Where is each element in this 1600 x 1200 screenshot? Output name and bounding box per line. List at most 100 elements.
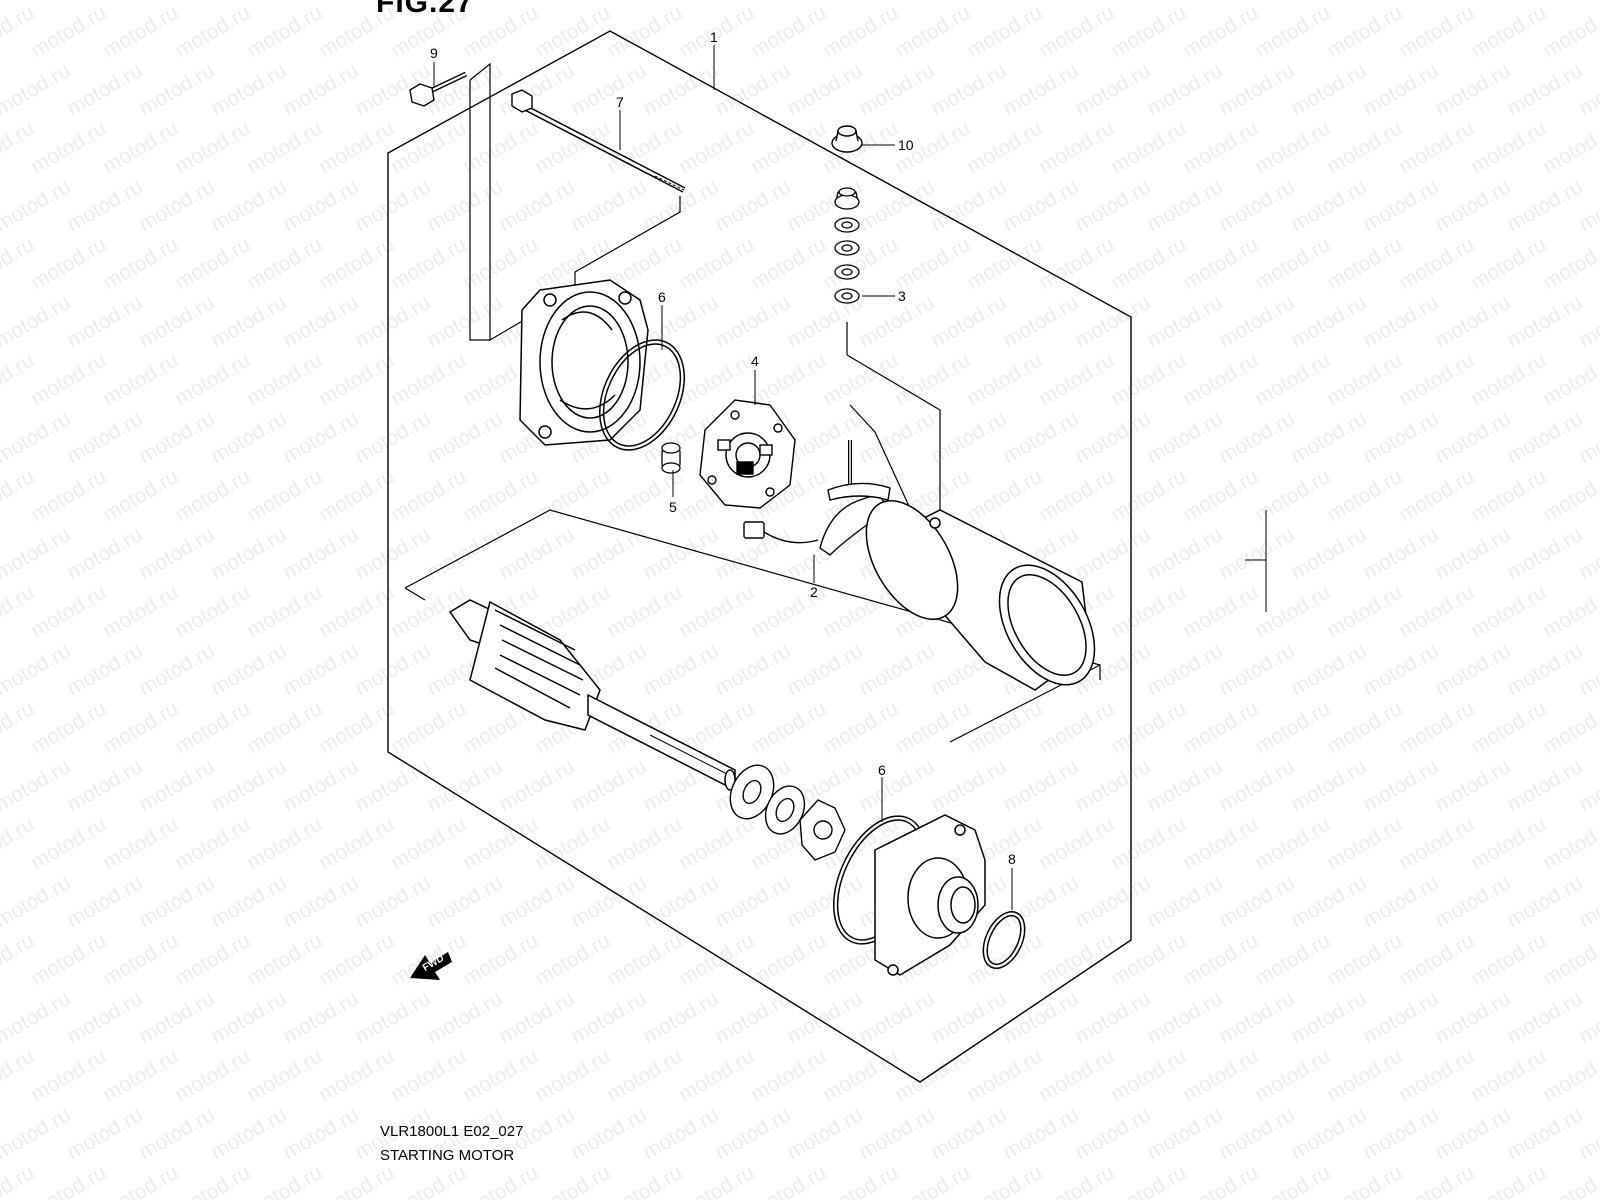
watermark-text: motod.ru xyxy=(0,1161,38,1200)
watermark-text: motod.ru xyxy=(279,755,362,816)
watermark-text: motod.ru xyxy=(1395,465,1478,526)
watermark-text: motod.ru xyxy=(351,523,434,584)
watermark-text: motod.ru xyxy=(639,523,722,584)
watermark-text: motod.ru xyxy=(1287,291,1370,352)
watermark-text: motod.ru xyxy=(423,0,506,4)
watermark-text: motod.ru xyxy=(135,1103,218,1164)
watermark-text: motod.ru xyxy=(459,1,542,62)
watermark-text: motod.ru xyxy=(351,639,434,700)
watermark-text: motod.ru xyxy=(1359,871,1442,932)
watermark-text: motod.ru xyxy=(747,117,830,178)
watermark-text: motod.ru xyxy=(855,1103,938,1164)
watermark-text: motod.ru xyxy=(1467,117,1550,178)
watermark-text: motod.ru xyxy=(171,465,254,526)
watermark-text: motod.ru xyxy=(63,0,146,4)
watermark-text: motod.ru xyxy=(891,233,974,294)
watermark-text: motod.ru xyxy=(1035,1,1118,62)
watermark-text: motod.ru xyxy=(747,1161,830,1200)
watermark-text: motod.ru xyxy=(1395,117,1478,178)
watermark-text: motod.ru xyxy=(891,1,974,62)
callout-3: 3 xyxy=(898,288,906,304)
watermark-text: motod.ru xyxy=(1071,1103,1154,1164)
watermark-text: motod.ru xyxy=(1071,407,1154,468)
watermark-text: motod.ru xyxy=(1143,59,1226,120)
watermark-text: motod.ru xyxy=(1467,349,1550,410)
watermark-text: motod.ru xyxy=(1179,697,1262,758)
watermark-text: motod.ru xyxy=(27,349,110,410)
watermark-text: motod.ru xyxy=(639,175,722,236)
watermark-text: motod.ru xyxy=(1179,117,1262,178)
watermark-text: motod.ru xyxy=(1215,755,1298,816)
watermark-text: motod.ru xyxy=(1395,1161,1478,1200)
watermark-text: motod.ru xyxy=(171,1045,254,1106)
watermark-text: motod.ru xyxy=(1431,1103,1514,1164)
watermark-text: motod.ru xyxy=(243,1,326,62)
watermark-text: motod.ru xyxy=(99,1045,182,1106)
watermark-text: motod.ru xyxy=(1251,697,1334,758)
watermark-text: motod.ru xyxy=(1035,349,1118,410)
watermark-text: motod.ru xyxy=(855,407,938,468)
watermark-text: motod.ru xyxy=(963,1,1046,62)
watermark-text: motod.ru xyxy=(99,233,182,294)
watermark-text: motod.ru xyxy=(1287,523,1370,584)
watermark-text: motod.ru xyxy=(567,1103,650,1164)
watermark-text: motod.ru xyxy=(675,233,758,294)
watermark-text: motod.ru xyxy=(0,59,74,120)
watermark-text: motod.ru xyxy=(1539,465,1600,526)
callout-9: 9 xyxy=(430,45,438,61)
watermark-text: motod.ru xyxy=(1323,465,1406,526)
watermark-text: motod.ru xyxy=(1323,233,1406,294)
watermark-text: motod.ru xyxy=(27,1045,110,1106)
watermark-text: motod.ru xyxy=(1575,0,1600,4)
watermark-text: motod.ru xyxy=(999,291,1082,352)
watermark-text: motod.ru xyxy=(855,755,938,816)
housing-bolt-part-7 xyxy=(511,89,686,193)
watermark-text: motod.ru xyxy=(1251,233,1334,294)
watermark-text: motod.ru xyxy=(567,755,650,816)
watermark-text: motod.ru xyxy=(963,697,1046,758)
watermark-text: motod.ru xyxy=(1467,813,1550,874)
watermark-text: motod.ru xyxy=(855,639,938,700)
watermark-text: motod.ru xyxy=(279,407,362,468)
watermark-text: motod.ru xyxy=(207,987,290,1048)
brush-holder-part-4 xyxy=(699,399,796,509)
callout-10: 10 xyxy=(898,137,914,153)
watermark-text: motod.ru xyxy=(639,0,722,4)
callout-labels: 1 2 3 4 5 6 6 7 8 9 10 xyxy=(430,29,1016,867)
watermark-text: motod.ru xyxy=(0,0,74,4)
watermark-text: motod.ru xyxy=(99,581,182,642)
watermark-text: motod.ru xyxy=(315,929,398,990)
watermark-text: motod.ru xyxy=(1467,929,1550,990)
watermark-text: motod.ru xyxy=(63,291,146,352)
watermark-text: motod.ru xyxy=(1107,1045,1190,1106)
watermark-text: motod.ru xyxy=(1539,349,1600,410)
watermark-text: motod.ru xyxy=(963,465,1046,526)
watermark-text: motod.ru xyxy=(423,987,506,1048)
watermark-text: motod.ru xyxy=(1359,639,1442,700)
callout-2: 2 xyxy=(810,584,818,600)
watermark-text: motod.ru xyxy=(1539,813,1600,874)
watermark-text: motod.ru xyxy=(1071,175,1154,236)
watermark-text: motod.ru xyxy=(135,0,218,4)
watermark-text: motod.ru xyxy=(855,175,938,236)
watermark-text: motod.ru xyxy=(0,871,74,932)
watermark-text: motod.ru xyxy=(1287,407,1370,468)
watermark-text: motod.ru xyxy=(99,697,182,758)
watermark-text: motod.ru xyxy=(27,813,110,874)
watermark-text: motod.ru xyxy=(999,755,1082,816)
watermark-text: motod.ru xyxy=(207,407,290,468)
watermark-text: motod.ru xyxy=(1323,349,1406,410)
watermark-text: motod.ru xyxy=(387,813,470,874)
watermark-text: motod.ru xyxy=(1215,407,1298,468)
watermark-text: motod.ru xyxy=(1035,1045,1118,1106)
watermark-text: motod.ru xyxy=(459,117,542,178)
watermark-text: motod.ru xyxy=(1143,755,1226,816)
watermark-text: motod.ru xyxy=(63,871,146,932)
watermark-text: motod.ru xyxy=(207,871,290,932)
watermark-text: motod.ru xyxy=(423,871,506,932)
watermark-text: motod.ru xyxy=(351,291,434,352)
watermark-text: motod.ru xyxy=(1035,697,1118,758)
watermark-text: motod.ru xyxy=(855,987,938,1048)
watermark-text: motod.ru xyxy=(459,233,542,294)
